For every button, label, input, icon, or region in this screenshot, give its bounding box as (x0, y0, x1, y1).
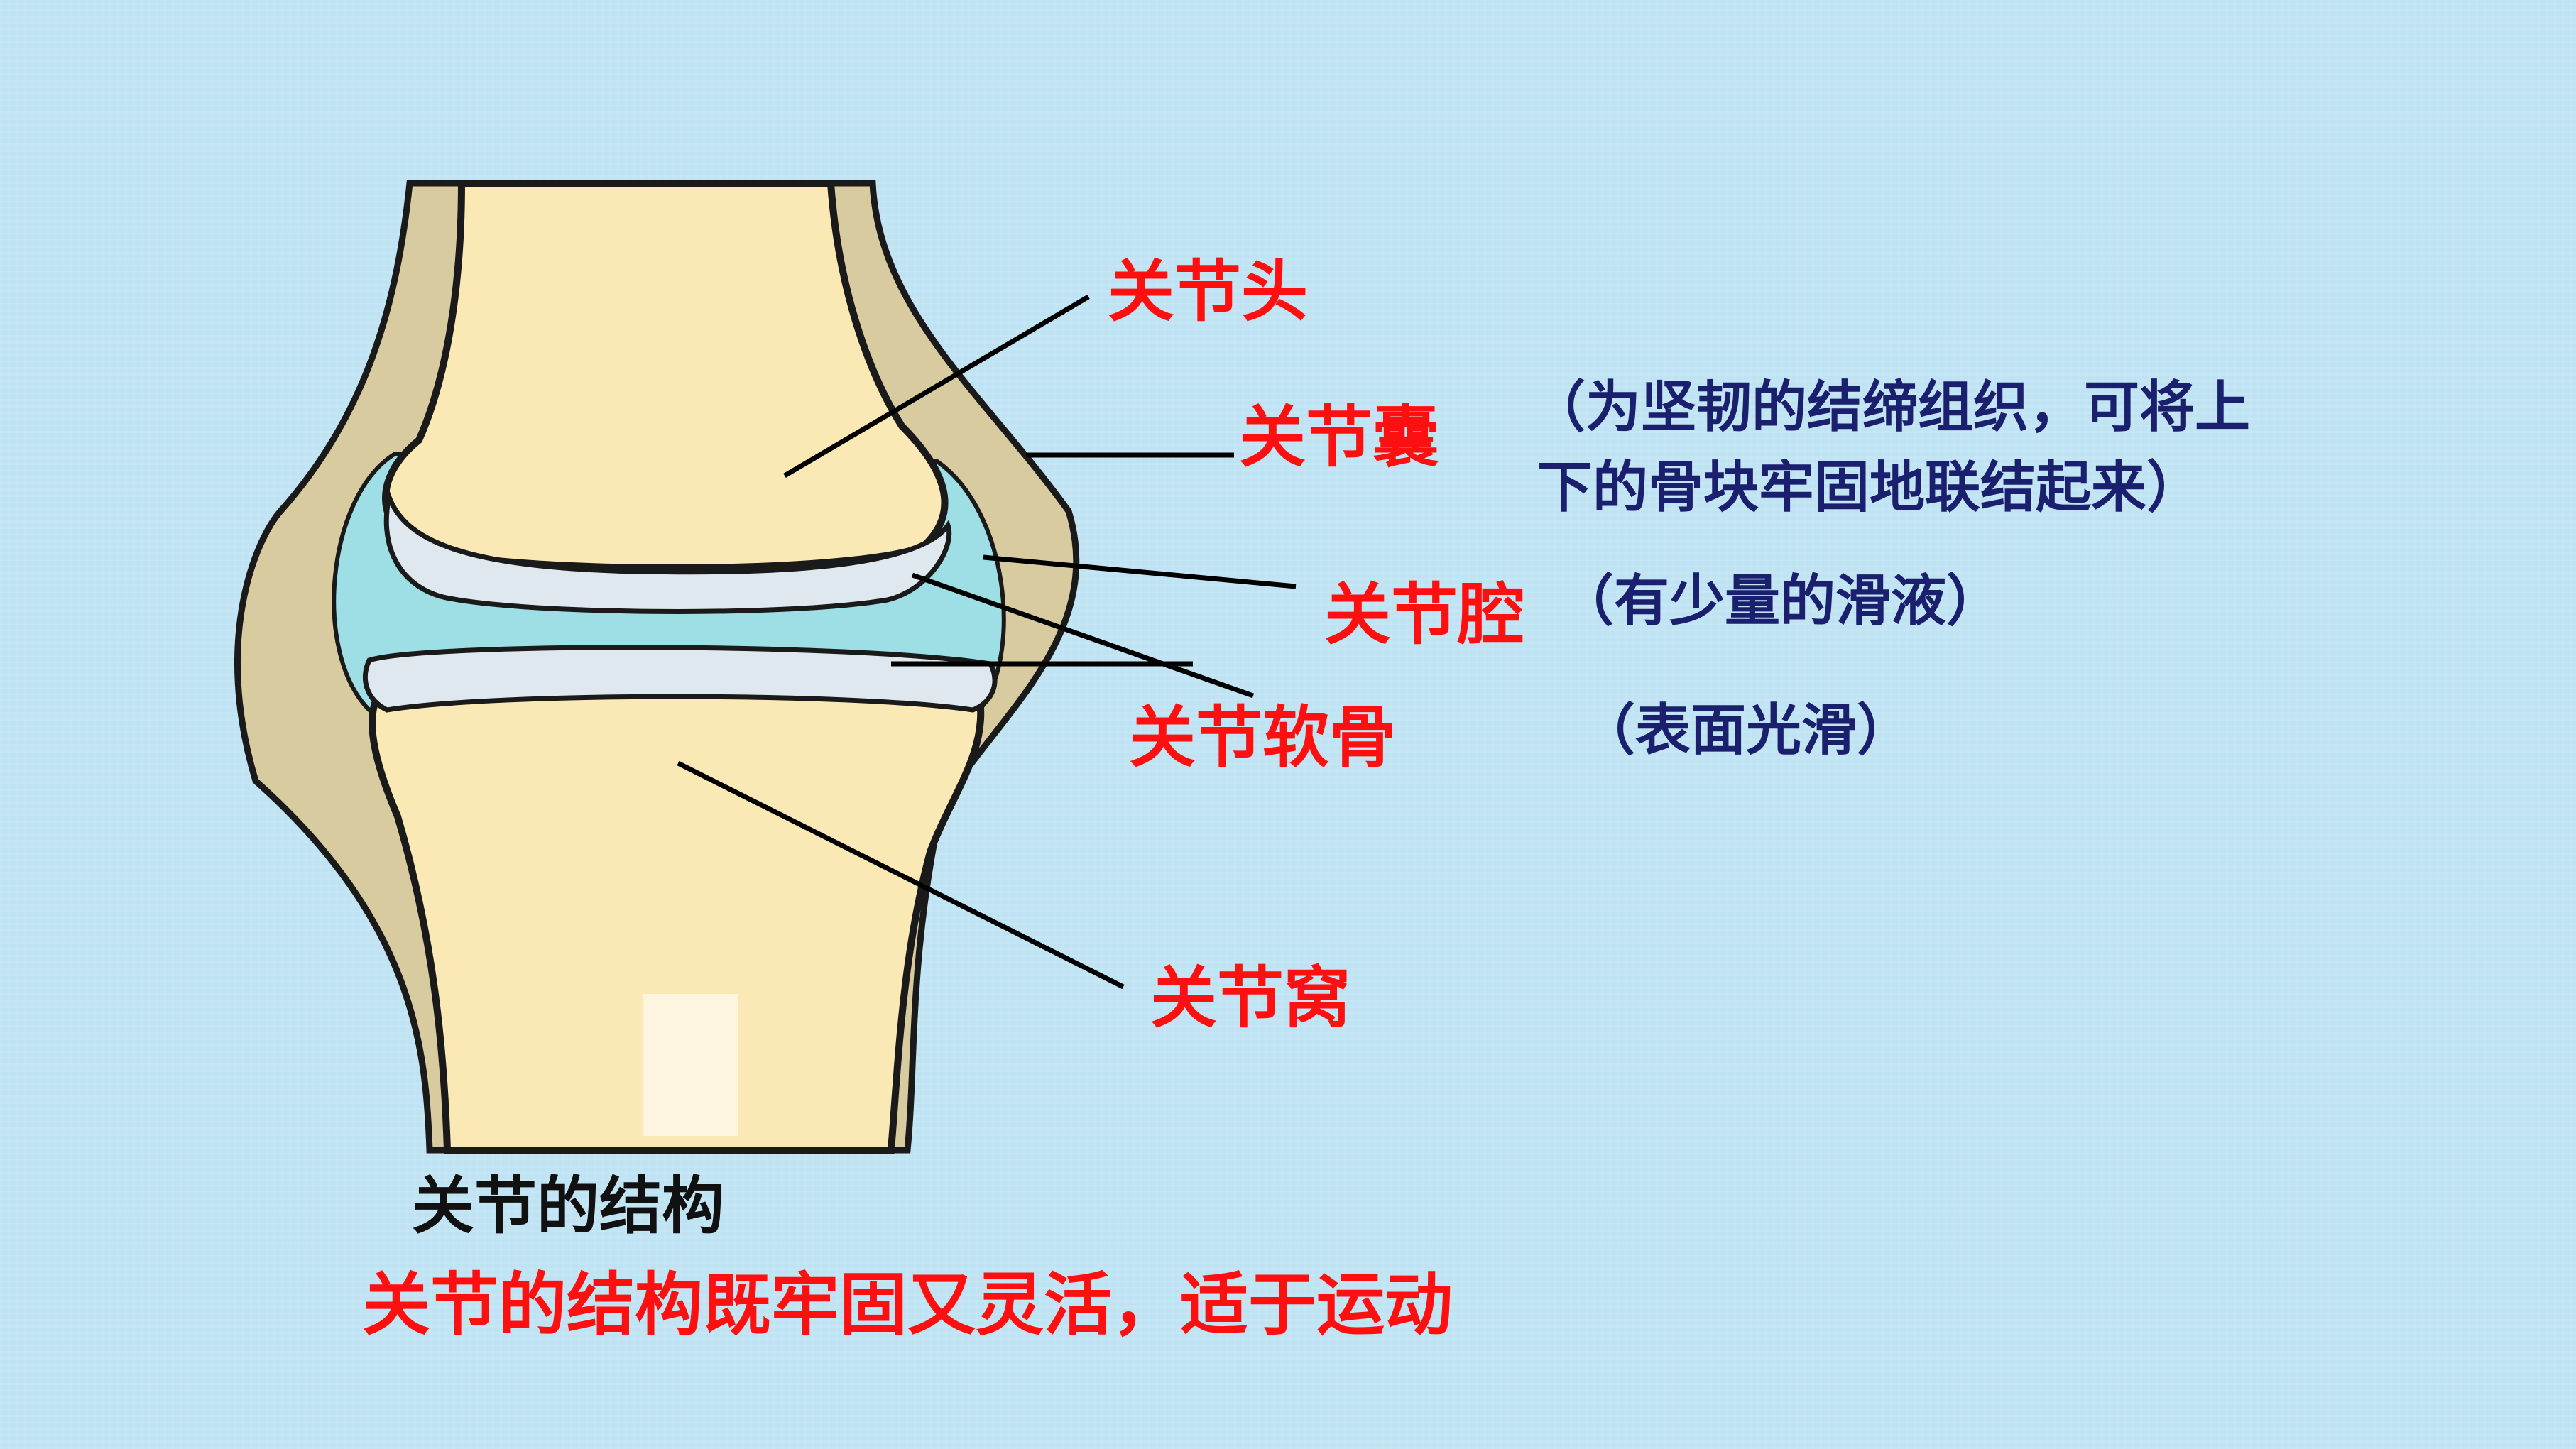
bone-highlight (643, 994, 738, 1136)
lower-cartilage-shape (362, 645, 998, 713)
note-articular-cartilage: （表面光滑） (1580, 699, 1913, 762)
leader-line-socket (677, 760, 1125, 990)
joint-head-bone (382, 180, 949, 572)
label-joint-socket: 关节窝 (1150, 960, 1351, 1037)
leader-line-cartilage-upper (911, 572, 1255, 699)
label-joint-head: 关节头 (1108, 253, 1309, 331)
diagram-caption: 关节的结构 (412, 1169, 725, 1242)
note-joint-capsule-line2: 下的骨块牢固地联结起来） (1537, 456, 2203, 520)
upper-cartilage-shape (383, 488, 952, 614)
label-joint-cavity: 关节腔 (1324, 576, 1525, 654)
summary-text: 关节的结构既牢固又灵活，适于运动 (362, 1265, 1453, 1345)
label-articular-cartilage: 关节软骨 (1129, 699, 1397, 777)
leader-line-cavity (983, 554, 1297, 589)
note-joint-capsule-line1: （为坚韧的结缔组织，可将上 (1530, 376, 2251, 439)
leader-line-head (783, 294, 1090, 479)
label-joint-capsule: 关节囊 (1239, 399, 1440, 476)
note-joint-cavity: （有少量的滑液） (1559, 569, 2002, 633)
